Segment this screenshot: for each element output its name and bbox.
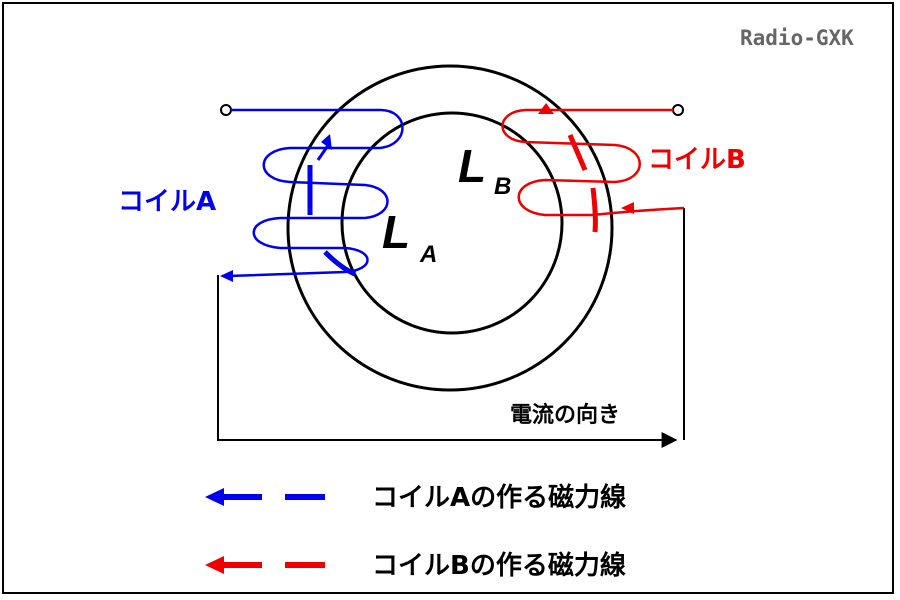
arrow-left-icon	[621, 202, 634, 214]
current-loop-wire	[217, 275, 678, 448]
toroid-inner-ring	[340, 111, 564, 335]
watermark-text: Radio-GXK	[740, 26, 854, 50]
inductance-b-symbol: L	[458, 140, 486, 192]
coil-a-winding	[220, 104, 404, 282]
legend-text-coil-b: コイルBの作る磁力線	[372, 550, 626, 581]
inductance-a-subscript: A	[419, 241, 437, 268]
arrow-left-icon	[205, 556, 224, 574]
arrow-up-icon	[321, 134, 332, 150]
diagram-frame	[2, 2, 894, 594]
toroid-outer-ring	[286, 64, 614, 392]
arrow-left-icon	[220, 270, 233, 282]
inductance-b-subscript: B	[494, 173, 511, 200]
coil-a-label: コイルA	[118, 187, 216, 217]
coil-b-label: コイルB	[648, 145, 746, 175]
terminal-circle-icon	[672, 104, 684, 116]
terminal-circle-icon	[220, 104, 232, 116]
coil-b-winding	[501, 103, 685, 233]
current-direction-label: 電流の向き	[510, 402, 620, 428]
arrow-up-icon	[538, 103, 554, 114]
legend-item-coil-b: コイルBの作る磁力線	[205, 550, 626, 581]
legend-item-coil-a: コイルAの作る磁力線	[205, 482, 626, 513]
inductance-a-symbol: L	[382, 206, 410, 258]
arrow-left-icon	[205, 488, 224, 506]
legend-text-coil-a: コイルAの作る磁力線	[372, 482, 626, 513]
